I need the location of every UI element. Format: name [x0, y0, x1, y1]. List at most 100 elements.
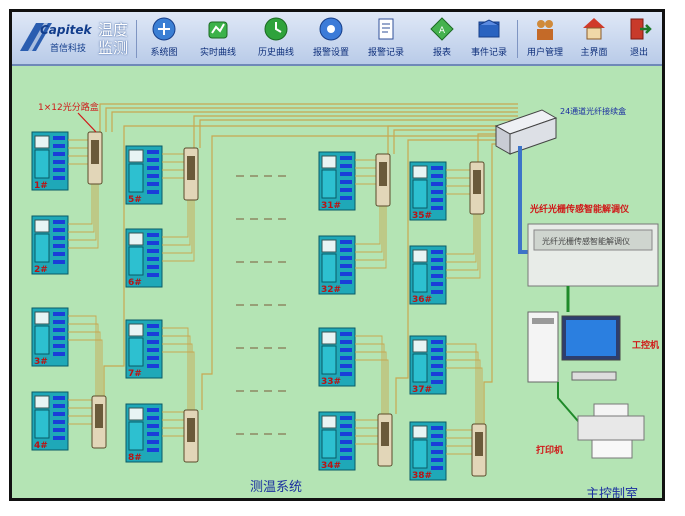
fiber-line — [99, 103, 518, 132]
fiber-line — [162, 188, 189, 238]
toolbar-label: 用户管理 — [526, 48, 563, 58]
cabinet-panel — [34, 395, 50, 409]
ipc-label: 工控机 — [632, 339, 659, 351]
cabinet-door — [34, 409, 50, 439]
fiber-line — [355, 194, 385, 261]
printer — [577, 403, 645, 459]
cabinet-port — [53, 244, 65, 248]
cabinet-label: 32# — [321, 285, 341, 295]
cabinet-port — [147, 424, 159, 428]
cabinet-label: 37# — [412, 385, 432, 395]
fiber-line — [355, 194, 387, 269]
toolbar-button-event-record[interactable]: 事件记录 — [463, 16, 515, 62]
fiber-line — [68, 172, 95, 233]
toolbar-button-alarm-record[interactable]: 报警记录 — [360, 16, 412, 62]
cabinet-port — [147, 408, 159, 412]
cabinet-32: 32# — [318, 235, 356, 295]
toolbar-label: 历史曲线 — [257, 48, 294, 58]
fiber-line — [446, 202, 479, 271]
toolbar-button-system-diagram[interactable]: 系统图 — [138, 16, 190, 62]
cabinet-port — [53, 404, 65, 408]
cabinet-panel — [128, 407, 144, 421]
splitter-label: 1×12光分路盒 — [38, 101, 99, 113]
alarm-record-icon — [378, 18, 394, 40]
toolbar-button-exit[interactable]: 退出 — [613, 16, 665, 62]
splitter-window — [473, 170, 481, 194]
cabinet-port — [147, 241, 159, 245]
cabinet-port — [340, 188, 352, 192]
cabinet-31: 31# — [318, 151, 356, 211]
fiber-line — [446, 202, 475, 255]
report-icon: A — [430, 17, 454, 41]
cabinet-port — [147, 150, 159, 154]
cabinet-port — [340, 356, 352, 360]
cabinet-port — [340, 240, 352, 244]
cabinet-panel — [321, 155, 337, 169]
splitter-window — [91, 140, 99, 164]
toolbar-button-home[interactable]: 主界面 — [568, 16, 620, 62]
cabinet-6: 6# — [125, 228, 163, 288]
cabinet-panel — [128, 149, 144, 163]
cabinet-panel — [321, 239, 337, 253]
cabinet-port — [340, 416, 352, 420]
cabinet-door — [128, 246, 144, 276]
toolbar-label: 报警设置 — [312, 48, 349, 58]
cabinet-door — [128, 163, 144, 193]
fiber-line — [395, 139, 498, 414]
user-management-icon — [537, 20, 553, 40]
cabinet-port — [431, 458, 443, 462]
cabinet-port — [431, 426, 443, 430]
splitter-window — [187, 418, 195, 442]
svg-text:A: A — [439, 26, 446, 36]
cabinet-7: 7# — [125, 319, 163, 379]
toolbar-button-user-management[interactable]: 用户管理 — [519, 16, 571, 62]
cabinet-port — [53, 436, 65, 440]
cabinet-port — [147, 182, 159, 186]
home-icon — [583, 18, 605, 40]
cabinet-label: 36# — [412, 295, 432, 305]
cabinet-port — [340, 196, 352, 200]
cabinet-port — [53, 176, 65, 180]
cabinet-port — [53, 344, 65, 348]
cabinet-port — [431, 290, 443, 294]
cabinet-port — [147, 364, 159, 368]
cabinet-door — [34, 325, 50, 355]
cabinet-2: 2# — [31, 215, 69, 275]
toolbar-button-realtime-curve[interactable]: 实时曲线 — [192, 16, 244, 62]
toolbar-button-alarm-settings[interactable]: 报警设置 — [305, 16, 357, 62]
printer-label: 打印机 — [536, 444, 563, 456]
pc-to-printer-cable — [557, 382, 585, 429]
cabinet-port — [431, 348, 443, 352]
cabinet-port — [340, 180, 352, 184]
cabinet-port — [53, 144, 65, 148]
control-room-label: 主控制室 — [586, 486, 638, 498]
printer-body — [577, 415, 645, 441]
cabinet-port — [431, 364, 443, 368]
fiber-line — [105, 107, 518, 132]
cabinet-port — [147, 273, 159, 277]
cabinet-port — [147, 190, 159, 194]
cabinet-door — [412, 179, 428, 209]
cabinet-port — [53, 220, 65, 224]
cabinet-label: 8# — [128, 453, 142, 463]
cabinet-port — [340, 448, 352, 452]
cabinet-panel — [321, 331, 337, 345]
pc-drive — [532, 318, 554, 324]
cabinet-label: 5# — [128, 195, 142, 205]
cabinet-port — [53, 396, 65, 400]
cabinet-port — [431, 442, 443, 446]
app-title-line2: 监测 — [98, 39, 129, 57]
toolbar-button-history-curve[interactable]: 历史曲线 — [250, 16, 302, 62]
cabinet-port — [147, 340, 159, 344]
cabinet-label: 31# — [321, 201, 341, 211]
cabinet-port — [147, 174, 159, 178]
cabinet-label: 6# — [128, 278, 142, 288]
cabinet-port — [53, 352, 65, 356]
industrial-pc — [527, 311, 621, 383]
cabinet-label: 4# — [34, 441, 48, 451]
splitter-box — [375, 153, 391, 207]
cabinet-port — [431, 380, 443, 384]
